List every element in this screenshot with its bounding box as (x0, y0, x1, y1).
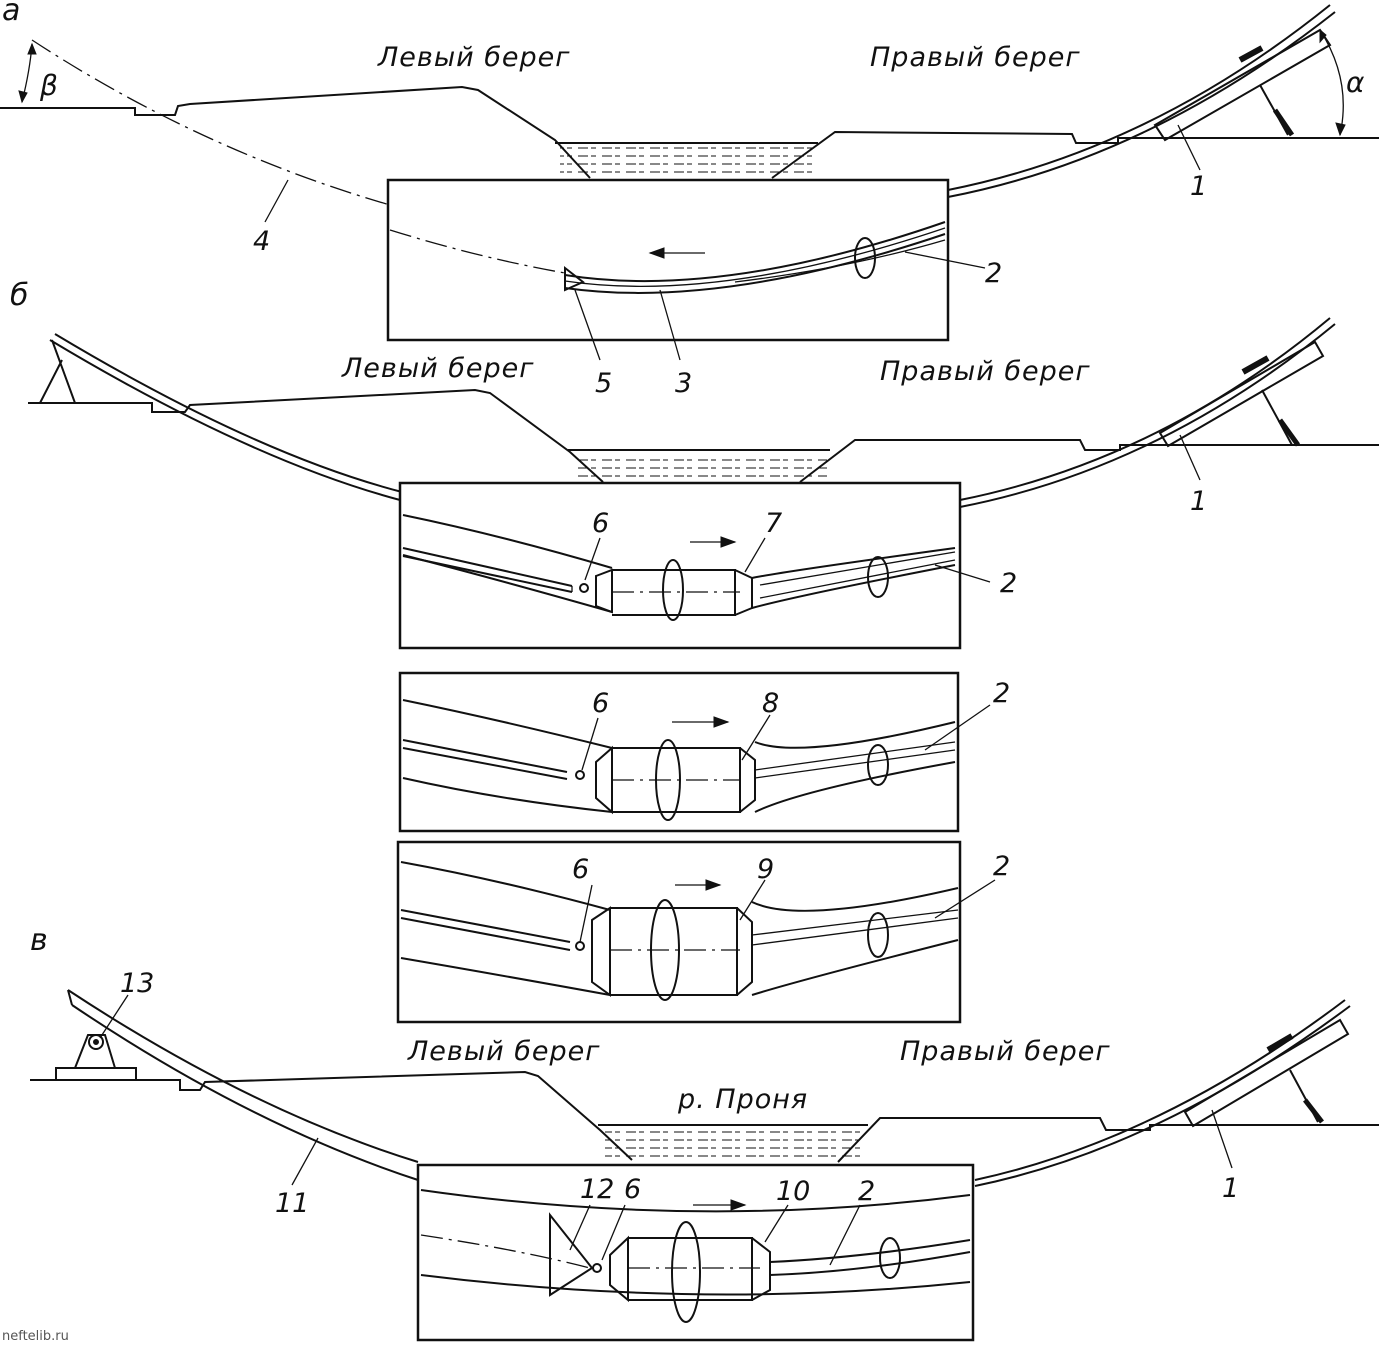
drill-string-right-a2 (947, 11, 1336, 198)
water-fill-a (560, 146, 814, 178)
left-bank-label-b: Левый берег (341, 353, 534, 384)
leader-11 (291, 1137, 319, 1186)
callout-9-b3: 9 (757, 854, 774, 885)
callout-2-b3: 2 (993, 851, 1010, 882)
ground-right-a (771, 130, 1379, 179)
panel-a: а α β Левый берег Правый берег (0, 0, 1379, 399)
pipeline-11-bottom (71, 1004, 419, 1181)
leader-1-b (1179, 434, 1201, 481)
callout-5-a: 5 (595, 368, 612, 399)
inset-b1-content (402, 514, 991, 621)
pilot-trajectory-a (31, 39, 391, 206)
inset-box-b2 (398, 671, 960, 833)
leader-1-c (1211, 1109, 1233, 1169)
watermark: neftelib.ru (2, 1329, 69, 1344)
drilling-rig-b (1158, 340, 1325, 448)
drill-string-right-a (947, 4, 1331, 191)
panel-c-letter: в (30, 923, 48, 958)
pipe-left-b (49, 339, 401, 501)
callout-6-b1: 6 (592, 508, 609, 539)
callout-10: 10 (776, 1176, 810, 1207)
ground-right-c (837, 1117, 1379, 1163)
inset-a-content (389, 221, 986, 361)
left-bank-label-c: Левый берег (407, 1036, 600, 1067)
callout-6-b2: 6 (592, 688, 609, 719)
ground-left-c (30, 1070, 633, 1161)
ground-left-b (28, 339, 604, 483)
callout-2-a: 2 (985, 258, 1002, 289)
angle-alpha-label: α (1346, 66, 1365, 99)
ground-left-a (0, 85, 591, 179)
angle-beta-label: β (39, 69, 58, 102)
left-bank-label-a: Левый берег (377, 42, 570, 73)
pipeline-11-end (67, 989, 73, 1006)
pipe-right-b2 (959, 323, 1336, 508)
callout-8-b2: 8 (762, 688, 779, 719)
panel-b: б Левый берег Правый берег 1 (10, 278, 1379, 1024)
callout-13: 13 (120, 968, 154, 999)
panel-b-letter: б (10, 278, 29, 313)
callout-6-b3: 6 (572, 854, 589, 885)
callout-7-b1: 7 (765, 508, 782, 539)
inset-box-b1 (398, 481, 962, 650)
callout-2-b1: 2 (1000, 568, 1017, 599)
callout-3-a: 3 (675, 368, 692, 399)
right-bank-label-b: Правый берег (880, 356, 1091, 387)
callout-4-a: 4 (253, 226, 270, 257)
pipe-right-c (974, 999, 1346, 1181)
arrow-alpha-top (1319, 28, 1327, 44)
water-fill-b (575, 453, 827, 481)
pipe-support-13 (55, 1034, 137, 1081)
arrow-beta-top (27, 42, 37, 55)
callout-1-c: 1 (1222, 1173, 1239, 1204)
drilling-rig-a (1153, 28, 1332, 142)
right-bank-label-c: Правый берег (900, 1036, 1111, 1067)
panel-a-letter: а (2, 0, 20, 28)
pipe-right-b (959, 317, 1331, 501)
callout-12: 12 (580, 1174, 614, 1205)
pipe-right-c2 (974, 1005, 1351, 1187)
leader-13 (99, 994, 129, 1039)
panel-c: в Левый берег Правый берег р. Проня 13 (30, 923, 1379, 1342)
ground-right-b (799, 439, 1379, 483)
arrow-alpha-bottom (1335, 122, 1346, 137)
callout-6-c: 6 (624, 1174, 641, 1205)
arrow-beta-bottom (18, 90, 28, 104)
inset-b3-content (400, 861, 996, 1001)
leader-1-a (1177, 124, 1201, 171)
callout-1-b: 1 (1190, 486, 1207, 517)
callout-1-a: 1 (1190, 171, 1207, 202)
callout-2-b2: 2 (993, 678, 1010, 709)
pipeline-11-top (67, 989, 419, 1163)
right-bank-label-a: Правый берег (870, 42, 1081, 73)
inset-c-content (420, 1189, 971, 1323)
water-fill-c (605, 1128, 863, 1158)
callout-11: 11 (275, 1188, 309, 1219)
inset-b2-content (402, 699, 991, 821)
callout-2-c: 2 (858, 1176, 875, 1207)
leader-4-a (264, 179, 289, 223)
drilling-rig-c (1183, 1018, 1350, 1128)
pipe-left-b2 (54, 333, 403, 493)
angle-alpha-arc (1319, 29, 1344, 136)
river-label: р. Проня (677, 1084, 808, 1115)
